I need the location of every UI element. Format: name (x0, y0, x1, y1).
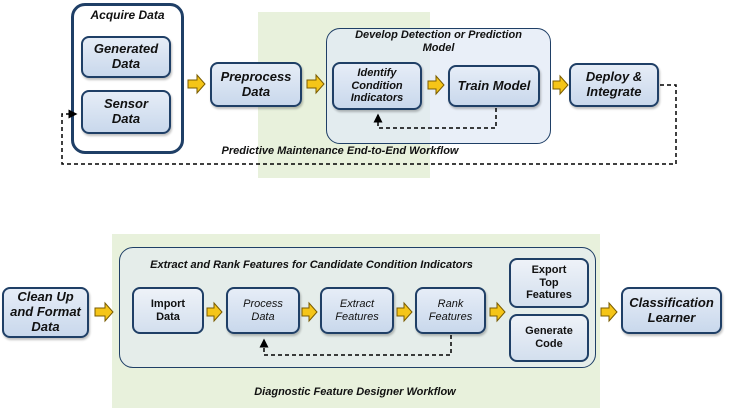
train-model-node[interactable]: Train Model (448, 65, 540, 107)
extract-rank-label: Extract and Rank Features for Candidate … (150, 259, 473, 271)
arrow-clean-to-import (94, 301, 114, 323)
extract-features-node[interactable]: Extract Features (320, 287, 394, 334)
generated-data-node[interactable]: Generated Data (81, 36, 171, 78)
clean-up-format-data-node[interactable]: Clean Up and Format Data (2, 287, 89, 338)
rank-features-node[interactable]: Rank Features (415, 287, 486, 334)
acquire-data-label: Acquire Data (90, 8, 165, 22)
arrow-outputs-to-classification (600, 301, 618, 323)
generate-code-node[interactable]: Generate Code (509, 314, 589, 362)
identify-condition-indicators-node[interactable]: Identify Condition Indicators (332, 62, 422, 110)
arrow-develop-to-deploy (552, 74, 569, 96)
arrow-identify-to-train (427, 74, 445, 96)
feedback-deploy-to-sensor (61, 84, 677, 165)
bottom-workflow-title: Diagnostic Feature Designer Workflow (254, 386, 456, 398)
arrow-import-to-process (206, 301, 223, 323)
arrow-rank-to-outputs (489, 301, 506, 323)
export-top-features-node[interactable]: Export Top Features (509, 258, 589, 308)
process-data-node[interactable]: Process Data (226, 287, 300, 334)
arrow-preprocess-to-develop (306, 73, 325, 95)
top-workflow-title: Predictive Maintenance End-to-End Workfl… (221, 145, 459, 157)
feedback-rank-to-process (259, 335, 452, 356)
import-data-node[interactable]: Import Data (132, 287, 204, 334)
deploy-integrate-node[interactable]: Deploy & Integrate (569, 63, 659, 107)
classification-learner-node[interactable]: Classification Learner (621, 287, 722, 334)
preprocess-data-node[interactable]: Preprocess Data (210, 62, 302, 107)
sensor-data-node[interactable]: Sensor Data (81, 90, 171, 134)
arrow-acquire-to-preprocess (187, 73, 206, 95)
arrow-process-to-extract (301, 301, 318, 323)
feedback-train-to-identify (373, 108, 497, 129)
develop-model-label: Develop Detection or Prediction Model (355, 29, 522, 54)
arrow-extract-to-rank (396, 301, 413, 323)
